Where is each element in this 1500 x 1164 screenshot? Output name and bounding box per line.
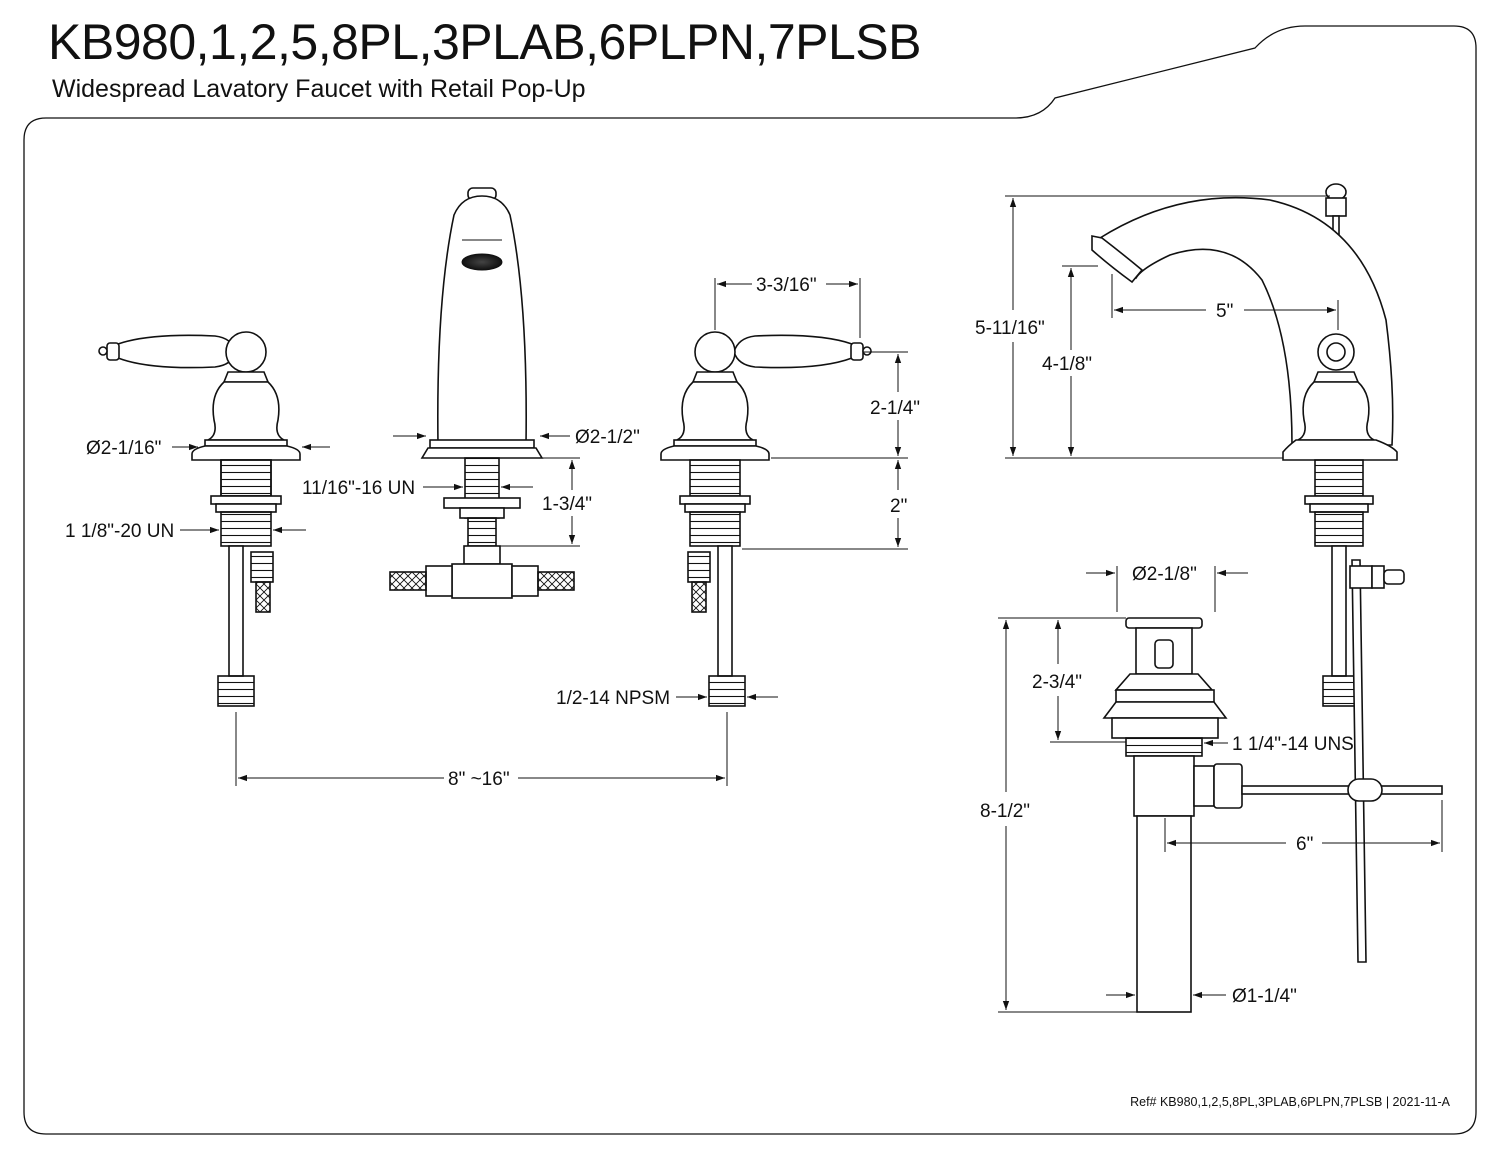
dim-supply-thread: 1/2-14 NPSM bbox=[556, 688, 670, 709]
dim-spout-thread: 11/16"-16 UN bbox=[302, 478, 415, 499]
sheet-border bbox=[23, 25, 1477, 1135]
dim-drain-thread: 1 1/4"-14 UNS bbox=[1232, 734, 1354, 755]
dim-tailpiece-dia: Ø1-1/4" bbox=[1232, 986, 1297, 1007]
dim-left-handle-base-dia: Ø2-1/16" bbox=[86, 438, 161, 459]
dim-handle-reach: 3-3/16" bbox=[756, 275, 817, 296]
dim-spout-shank-length: 1-3/4" bbox=[542, 494, 592, 515]
dim-spout-reach: 5" bbox=[1216, 301, 1233, 322]
spout-front-view bbox=[389, 187, 575, 599]
dim-handle-height: 2-1/4" bbox=[870, 398, 920, 419]
dimension-lines bbox=[172, 195, 1443, 1013]
dim-drain-body-height: 2-3/4" bbox=[1032, 672, 1082, 693]
dim-drain-total-length: 8-1/2" bbox=[980, 801, 1030, 822]
page-subtitle: Widespread Lavatory Faucet with Retail P… bbox=[52, 75, 586, 103]
dim-spout-base-dia: Ø2-1/2" bbox=[575, 427, 640, 448]
reference-note: Ref# KB980,1,2,5,8PL,3PLAB,6PLPN,7PLSB |… bbox=[1130, 1095, 1451, 1109]
dim-pivot-rod-length: 6" bbox=[1296, 834, 1313, 855]
left-handle-valve bbox=[98, 331, 301, 707]
page-title: KB980,1,2,5,8PL,3PLAB,6PLPN,7PLSB bbox=[48, 14, 922, 70]
dim-overall-height: 5-11/16" bbox=[975, 318, 1045, 339]
dim-shank-length: 2" bbox=[890, 496, 907, 517]
dim-left-shank-thread: 1 1/8"-20 UN bbox=[65, 521, 174, 542]
dim-center-spread: 8" ~16" bbox=[448, 769, 510, 790]
spout-side-view bbox=[1091, 183, 1405, 963]
dim-spout-height: 4-1/8" bbox=[1042, 354, 1092, 375]
right-handle-valve bbox=[660, 331, 872, 707]
popup-drain-assembly bbox=[1102, 617, 1443, 1013]
dim-drain-flange-dia: Ø2-1/8" bbox=[1132, 564, 1197, 585]
